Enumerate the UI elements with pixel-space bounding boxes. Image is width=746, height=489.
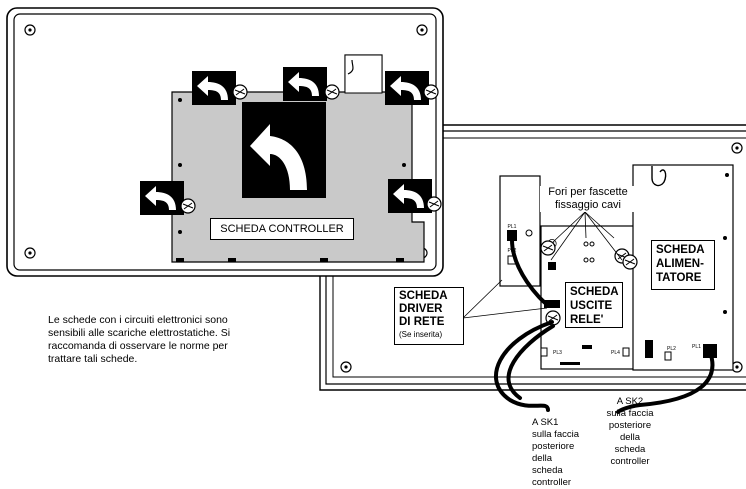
screw-icon bbox=[426, 196, 442, 212]
screw-icon bbox=[622, 254, 638, 270]
sk2-line: sulla faccia bbox=[606, 408, 654, 419]
rotate-arrow-icon bbox=[388, 179, 432, 213]
sk1-line: scheda bbox=[532, 465, 563, 476]
note-line: Le schede con i circuiti elettronici son… bbox=[48, 314, 228, 326]
rotate-arrow-icon bbox=[140, 181, 184, 215]
cable-holes-label: Fori per fascette fissaggio cavi bbox=[540, 186, 636, 212]
connector-label: PL1 bbox=[508, 224, 517, 230]
power-board-line1: SCHEDA bbox=[656, 244, 705, 256]
screw-icon bbox=[180, 198, 196, 214]
driver-board-line1: SCHEDA bbox=[399, 290, 448, 302]
sk1-line: A SK1 bbox=[532, 417, 559, 428]
rotate-arrow-icon bbox=[283, 67, 327, 101]
connector-label: PL1 bbox=[692, 344, 701, 350]
cable-holes-line2: fissaggio cavi bbox=[554, 199, 622, 211]
sk2-line: posteriore bbox=[608, 420, 652, 431]
cables bbox=[494, 238, 715, 414]
sk1-line: sulla faccia bbox=[532, 429, 579, 440]
screw-icon bbox=[324, 84, 340, 100]
connector-label: PL4 bbox=[611, 350, 620, 356]
sk2-line: della bbox=[619, 432, 641, 443]
sk1-line: della bbox=[532, 453, 553, 464]
rotate-arrow-icon bbox=[385, 71, 429, 105]
power-board-label: SCHEDA ALIMEN- TATORE bbox=[651, 240, 715, 290]
driver-board-line3: DI RETE bbox=[399, 316, 445, 328]
relay-board-line2: USCITE bbox=[570, 300, 613, 312]
sk1-line: posteriore bbox=[532, 441, 575, 452]
controller-label-text: SCHEDA CONTROLLER bbox=[220, 223, 344, 235]
pointer-lines bbox=[462, 211, 623, 319]
sk1-line: controller bbox=[532, 477, 572, 488]
sk2-line: A SK2 bbox=[616, 396, 644, 407]
relay-board-line3: RELE' bbox=[570, 314, 604, 326]
note-line: sensibili alle scariche elettrostatiche.… bbox=[48, 327, 231, 339]
rotate-arrow-icon bbox=[192, 71, 236, 105]
esd-warning-note: Le schede con i circuiti elettronici son… bbox=[48, 314, 288, 366]
driver-board-label: SCHEDA DRIVER DI RETE (Se inserita) bbox=[394, 287, 464, 345]
controller-label: SCHEDA CONTROLLER bbox=[210, 218, 354, 240]
relay-board-label: SCHEDA USCITE RELE' bbox=[565, 282, 623, 328]
power-board-line2: ALIMEN- bbox=[656, 258, 704, 270]
screw-icon bbox=[423, 84, 439, 100]
sk1-label: A SK1 sulla faccia posteriore della sche… bbox=[532, 417, 602, 489]
note-line: raccomanda di osservare le norme per bbox=[48, 340, 228, 352]
power-board-line3: TATORE bbox=[656, 272, 702, 284]
sk2-label: A SK2 sulla faccia posteriore della sche… bbox=[590, 396, 670, 468]
connector-label: PL2 bbox=[667, 346, 676, 352]
driver-board-line2: DRIVER bbox=[399, 303, 443, 315]
rotate-arrow-icon bbox=[242, 102, 326, 198]
sk2-line: scheda bbox=[614, 444, 646, 455]
connector-label: PL3 bbox=[553, 350, 562, 356]
sk2-line: controller bbox=[610, 456, 650, 467]
relay-board-line1: SCHEDA bbox=[570, 286, 619, 298]
note-line: trattare tali schede. bbox=[48, 353, 138, 365]
cable-holes-line1: Fori per fascette bbox=[548, 186, 628, 198]
screw-icon bbox=[232, 84, 248, 100]
driver-board-note: (Se inserita) bbox=[399, 330, 443, 339]
screw-icon bbox=[540, 240, 556, 256]
